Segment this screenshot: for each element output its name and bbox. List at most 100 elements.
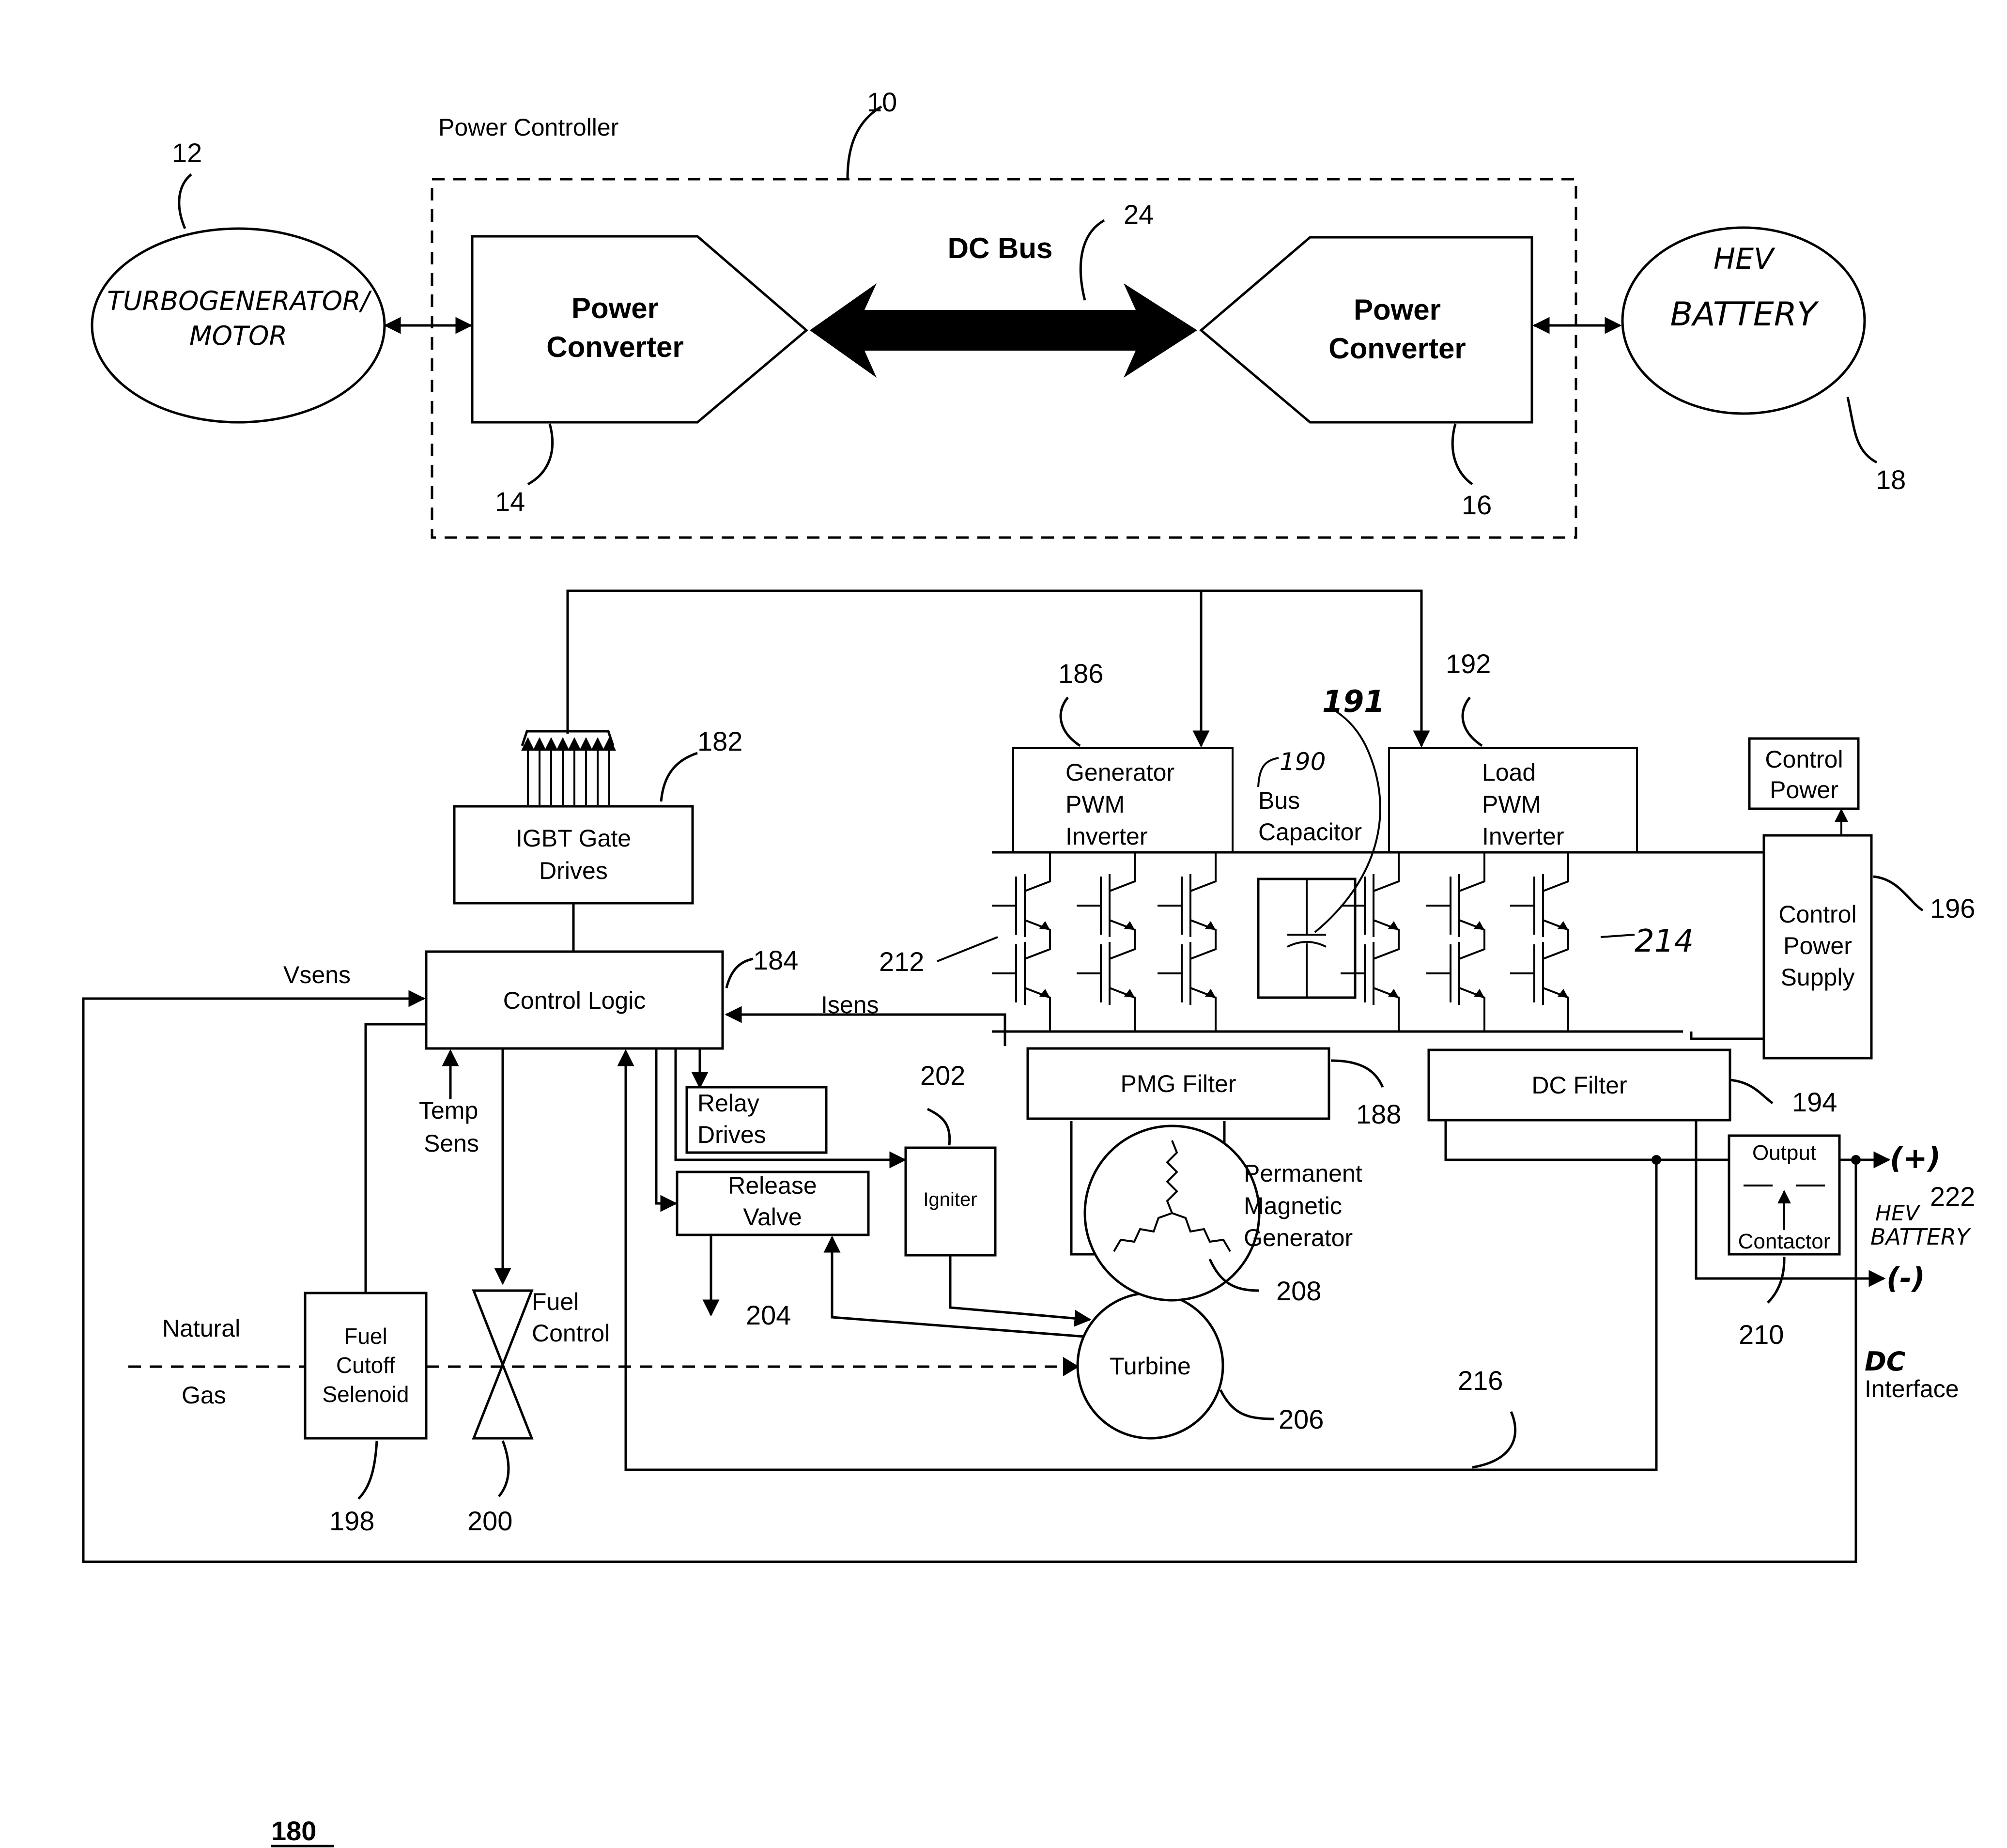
ref-210: 210 [1739,1319,1784,1350]
ref-14: 14 [495,486,525,517]
load-inverter-label-1: Load [1482,759,1536,786]
contactor-label: Contactor [1738,1230,1831,1253]
leader-190 [1257,757,1279,787]
power-controller-boundary [431,178,1577,539]
release-valve [676,1170,870,1236]
feedback-loop-216 [617,1049,1658,1471]
bus-capacitor-label-1: Bus [1258,787,1300,814]
load-inverter-label-2: PWM [1482,791,1541,818]
power-converter-left [471,235,808,424]
release-valve-label-2: Valve [743,1203,802,1231]
ref-182: 182 [697,726,742,756]
igbt-switch [1341,939,1400,1007]
leader-216 [1472,1411,1517,1469]
ref-206: 206 [1279,1404,1324,1434]
load-pwm-inverter-box [1388,747,1638,852]
junction-vsens [1851,1155,1861,1165]
igbt-switch [1077,939,1136,1007]
ref-198: 198 [329,1506,374,1536]
igbt-switch [1158,872,1217,939]
fuel-control-label-2: Control [532,1320,610,1347]
gate-drive-arrows [521,737,616,805]
leader-202 [926,1108,951,1146]
ref-196: 196 [1930,893,1975,924]
leader-14 [527,423,554,486]
pmg-winding-3 [1172,1212,1231,1252]
igbt-switch [992,939,1051,1007]
power-converter-left-label-1: Power [571,292,659,324]
leader-212 [937,936,998,962]
bus-cap-plate-2 [1287,941,1327,948]
power-converter-right-label-1: Power [1354,293,1441,326]
igbt-switch [1077,872,1136,939]
ref-194: 194 [1792,1087,1837,1117]
leader-182 [660,752,698,802]
dc-filter-label: DC Filter [1531,1072,1627,1099]
bus-capacitor-label-2: Capacitor [1258,818,1362,846]
leader-206 [1219,1389,1274,1420]
leader-192 [1461,696,1483,747]
release-valve-label-1: Release [728,1172,817,1199]
igbt-switch [1510,872,1569,939]
pmg-label-2: Magnetic [1244,1192,1342,1219]
leader-12 [178,173,192,229]
pmg-label-1: Permanent [1244,1160,1362,1187]
turbine-label: Turbine [1110,1353,1191,1380]
dc-bus-label: DC Bus [948,232,1053,264]
fuel-cutoff-selenoid [304,1292,428,1440]
plus-terminal: (+) [1890,1141,1941,1175]
output-negative-line [1695,1121,1886,1287]
temp-sens-label-1: Temp [419,1097,478,1124]
igniter-signal [674,1048,907,1169]
igniter-label: Igniter [923,1189,977,1210]
ref-191: 191 [1322,684,1385,719]
valve-turbine-link [823,1235,1085,1338]
leader-194 [1729,1078,1774,1105]
cps-label-2: Power [1783,932,1852,959]
output-label: Output [1752,1141,1816,1165]
gen-inverter-label-1: Generator [1065,759,1174,786]
gas-label: Gas [182,1382,226,1409]
igbt-gate-drives-label-1: IGBT Gate [516,825,631,852]
power-controller-diagram: Power Controller 10 TURBOGENERATOR/ MOTO… [91,87,1906,539]
turbine-system-diagram: IGBT Gate Drives 182 Control Logic 184 V… [82,589,1975,1848]
pmg-filter-label: PMG Filter [1121,1070,1236,1097]
fuel-control-label-1: Fuel [532,1288,579,1315]
release-valve-signal [655,1048,678,1212]
ref-204: 204 [746,1300,791,1330]
ref-212: 212 [879,946,924,977]
ref-192: 192 [1446,648,1491,679]
igbt-switch [1510,939,1569,1007]
vsens-line [82,990,1857,1563]
isens-label: Isens [821,991,879,1018]
fuel-control-valve-bottom [472,1361,534,1440]
ref-18: 18 [1876,464,1906,495]
leader-200 [498,1440,510,1497]
cps-label-3: Supply [1781,964,1855,991]
ref-10: 10 [867,87,897,117]
control-power-label-1: Control [1765,746,1843,773]
ref-200: 200 [467,1506,512,1536]
ref-216: 216 [1458,1365,1503,1396]
leader-24 [1079,219,1105,301]
igbt-switch-array [992,852,1569,1032]
relay-drives-label-2: Drives [697,1121,766,1148]
igbt-switch [1158,939,1217,1007]
hev-battery-label-2: BATTERY [1670,295,1819,334]
gas-arrow-head [1063,1357,1079,1376]
leader-214 [1600,934,1635,938]
turbogenerator-label-2: MOTOR [189,321,287,351]
power-converter-left-label-2: Converter [546,331,683,363]
hev-battery-out-label-1: HEV [1875,1201,1921,1226]
leader-191 [1314,711,1381,933]
leader-198 [357,1440,378,1500]
control-logic-label: Control Logic [503,987,646,1014]
fuel-cutoff-label-1: Fuel [344,1324,387,1349]
ref-184: 184 [753,945,798,975]
temp-sens-label-2: Sens [424,1130,479,1157]
leader-10 [846,105,882,179]
control-power [1748,737,1860,810]
leader-210 [1767,1256,1786,1304]
ref-202: 202 [920,1060,965,1091]
